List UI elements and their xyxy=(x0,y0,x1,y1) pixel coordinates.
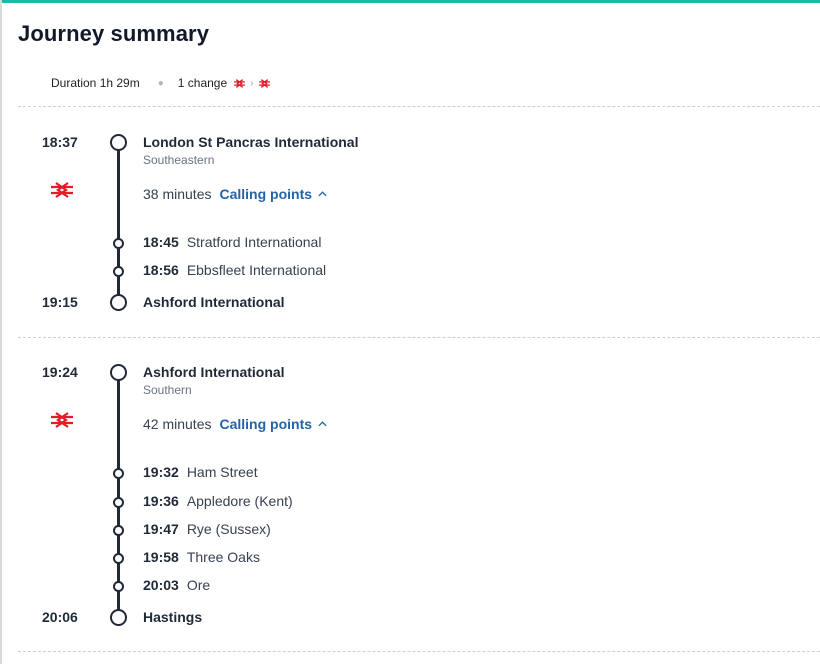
chevron-up-icon xyxy=(318,421,327,427)
leg-duration-text: 38 minutes xyxy=(143,186,212,202)
calling-point-time: 19:32 xyxy=(143,464,179,480)
chevron-right-icon: › xyxy=(250,77,254,89)
departure-time: 18:37 xyxy=(42,134,78,150)
page-title: Journey summary xyxy=(18,21,210,46)
arrival-time: 19:15 xyxy=(42,294,78,310)
calling-point-name: Ore xyxy=(186,577,211,593)
calling-point: 19:32 Ham Street xyxy=(143,464,258,480)
calling-point-name: Ebbsfleet International xyxy=(186,262,327,278)
calling-points-label: Calling points xyxy=(219,416,313,432)
departure-node xyxy=(110,134,127,151)
calling-point-name: Appledore (Kent) xyxy=(186,493,293,509)
divider xyxy=(18,337,820,338)
calling-point-node xyxy=(113,525,124,536)
departure-node xyxy=(110,364,127,381)
calling-point-node xyxy=(113,497,124,508)
calling-point-node xyxy=(113,581,124,592)
calling-points-toggle[interactable]: Calling points xyxy=(219,416,327,432)
chevron-up-icon xyxy=(318,191,327,197)
leg-duration: 42 minutes Calling points xyxy=(143,416,327,432)
arrival-node xyxy=(110,294,127,311)
arrival-node xyxy=(110,609,127,626)
calling-points-toggle[interactable]: Calling points xyxy=(219,186,327,202)
calling-point-time: 20:03 xyxy=(143,577,179,593)
route-line xyxy=(117,376,120,612)
national-rail-icon xyxy=(234,78,246,88)
calling-point-name: Ham Street xyxy=(186,464,258,480)
calling-point-name: Three Oaks xyxy=(186,549,260,565)
arrival-time: 20:06 xyxy=(42,609,78,625)
national-rail-icon xyxy=(51,412,73,428)
departure-station: London St Pancras International xyxy=(143,134,359,150)
calling-point-name: Rye (Sussex) xyxy=(186,521,271,537)
calling-point: 19:36 Appledore (Kent) xyxy=(143,493,293,509)
calling-point: 19:58 Three Oaks xyxy=(143,549,260,565)
arrival-station: Ashford International xyxy=(143,294,285,310)
panel-edge xyxy=(0,0,2,664)
national-rail-icon xyxy=(51,182,73,198)
arrival-station: Hastings xyxy=(143,609,203,625)
calling-point: 19:47 Rye (Sussex) xyxy=(143,521,271,537)
calling-point-time: 19:47 xyxy=(143,521,179,537)
calling-point: 20:03 Ore xyxy=(143,577,210,593)
operator-name: Southeastern xyxy=(143,153,215,167)
calling-point-name: Stratford International xyxy=(186,234,322,250)
calling-point-node xyxy=(113,468,124,479)
departure-time: 19:24 xyxy=(42,364,78,380)
calling-point-time: 18:45 xyxy=(143,234,179,250)
calling-point-node xyxy=(113,553,124,564)
calling-point-node xyxy=(113,238,124,249)
duration-text: Duration 1h 29m xyxy=(51,76,140,90)
national-rail-icon xyxy=(258,78,270,88)
calling-point: 18:45 Stratford International xyxy=(143,234,321,250)
calling-point-time: 18:56 xyxy=(143,262,179,278)
top-accent-bar xyxy=(0,0,820,3)
route-line xyxy=(117,146,120,296)
calling-point: 18:56 Ebbsfleet International xyxy=(143,262,326,278)
calling-point-time: 19:36 xyxy=(143,493,179,509)
operator-name: Southern xyxy=(143,383,192,397)
calling-points-label: Calling points xyxy=(219,186,313,202)
calling-point-node xyxy=(113,266,124,277)
departure-station: Ashford International xyxy=(143,364,285,380)
leg-duration: 38 minutes Calling points xyxy=(143,186,327,202)
changes-text: 1 change xyxy=(177,76,228,90)
calling-point-time: 19:58 xyxy=(143,549,179,565)
divider xyxy=(18,651,820,652)
divider xyxy=(18,106,820,107)
separator-dot: ● xyxy=(157,77,164,89)
leg-duration-text: 42 minutes xyxy=(143,416,212,432)
journey-summary-bar: Duration 1h 29m ● 1 change › xyxy=(51,76,271,90)
